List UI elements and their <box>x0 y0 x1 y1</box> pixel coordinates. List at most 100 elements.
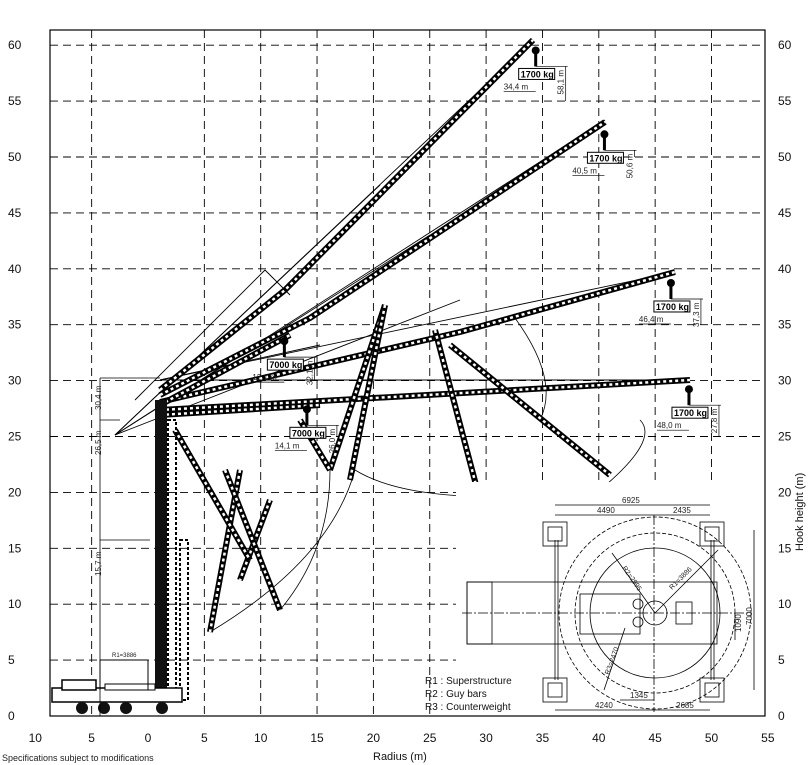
y-tick-label-right: 40 <box>778 262 792 276</box>
radius-label: 48,0 m <box>657 421 682 430</box>
x-tick-label: 5 <box>88 731 95 745</box>
dim-6925: 6925 <box>622 496 640 505</box>
y-tick-label-right: 0 <box>778 709 785 723</box>
boom-section <box>158 37 536 393</box>
y-tick-label-right: 25 <box>778 430 792 444</box>
load-label: 1700 kg <box>589 153 622 163</box>
x-tick-label: 40 <box>592 731 606 745</box>
boom-section <box>172 428 253 562</box>
height-label: 50,6 m <box>625 153 634 178</box>
load-label: 7000 kg <box>269 360 302 370</box>
y-tick-label-right: 10 <box>778 597 792 611</box>
load-config: 7000 kg 12,1 m 32,1 m <box>252 337 317 385</box>
boom-section <box>159 377 691 413</box>
y-tick-label-left: 30 <box>8 374 22 388</box>
x-tick-label: 0 <box>145 731 152 745</box>
plan-view-inset: 6925 4490 2435 7000 1090 4240 2685 1345 … <box>425 482 764 715</box>
height-label: 27,8 m <box>710 408 719 433</box>
y-tick-label-left: 15 <box>8 541 22 555</box>
y-tick-label-left: 20 <box>8 485 22 499</box>
y-tick-label-left: 55 <box>8 94 22 108</box>
boom-section <box>327 304 388 471</box>
load-config: 7000 kg 14,1 m 26,0 m <box>274 405 339 454</box>
x-tick-label: 35 <box>536 731 550 745</box>
dim-4490: 4490 <box>597 506 615 515</box>
boom-section <box>448 342 612 478</box>
y-tick-label-right: 35 <box>778 318 792 332</box>
boom-section <box>158 119 607 398</box>
x-tick-label: 5 <box>201 731 208 745</box>
boom-section <box>432 329 483 501</box>
slewing-arcs <box>209 317 646 633</box>
mast-dim-15-7: 15,7 m <box>94 551 103 576</box>
x-tick-label: 15 <box>310 731 324 745</box>
height-label: 58,1 m <box>557 70 566 95</box>
booms <box>158 37 691 633</box>
y-tick-label-left: 35 <box>8 318 22 332</box>
y-tick-label-right: 15 <box>778 541 792 555</box>
plot-frame <box>49 29 766 717</box>
boom-section <box>222 468 283 612</box>
x-tick-label: 10 <box>254 731 268 745</box>
load-config: 1700 kg 34,4 m 58,1 m <box>503 46 568 102</box>
y-tick-label-left: 5 <box>8 653 15 667</box>
y-tick-label-right: 55 <box>778 94 792 108</box>
radius-label: 12,1 m <box>252 373 277 382</box>
mast-dimensions <box>99 377 160 716</box>
r1-truck-label: R1=3886 <box>112 653 137 659</box>
mast-dim-30-4: 30,4 m <box>94 385 103 410</box>
x-tick-label: 45 <box>648 731 662 745</box>
dim-7000: 7000 <box>745 607 754 625</box>
height-label: 26,0 m <box>328 429 337 454</box>
x-tick-label: 25 <box>423 731 437 745</box>
height-label: 37,3 m <box>692 302 701 327</box>
y-tick-label-left: 0 <box>8 709 15 723</box>
load-label: 1700 kg <box>521 69 554 79</box>
x-tick-label: 50 <box>705 731 719 745</box>
load-label: 1700 kg <box>656 302 689 312</box>
legend-r2: R2 : Guy bars <box>425 689 487 700</box>
legend-r3: R3 : Counterweight <box>425 702 511 713</box>
mast <box>155 400 189 701</box>
y-tick-label-left: 50 <box>8 150 22 164</box>
dim-2685: 2685 <box>676 701 694 710</box>
radius-label: 14,1 m <box>275 441 300 450</box>
y-axis-label: Hook height (m) <box>794 472 806 551</box>
x-axis-label: Radius (m) <box>373 751 427 763</box>
boom-section <box>159 269 676 405</box>
radius-label: 34,4 m <box>504 82 529 91</box>
y-tick-label-right: 20 <box>778 485 792 499</box>
boom-section <box>159 402 321 418</box>
y-tick-label-right: 30 <box>778 374 792 388</box>
y-tick-label-left: 60 <box>8 38 22 52</box>
y-tick-label-right: 60 <box>778 38 792 52</box>
legend-r1: R1 : Superstructure <box>425 676 512 687</box>
mast-dim-26-5: 26,5 m <box>94 430 103 455</box>
boom-section <box>158 332 292 408</box>
height-label: 32,1 m <box>305 360 314 385</box>
y-tick-label-left: 10 <box>8 597 22 611</box>
dim-2435: 2435 <box>673 506 691 515</box>
dim-1345: 1345 <box>630 691 648 700</box>
x-tick-label: 30 <box>479 731 493 745</box>
footer-note: Specifications subject to modifications <box>2 753 154 763</box>
load-label: 1700 kg <box>674 408 707 418</box>
x-tick-label: 10 <box>29 731 43 745</box>
dim-1090: 1090 <box>734 614 743 632</box>
x-tick-label: 55 <box>761 731 775 745</box>
y-tick-label-right: 50 <box>778 150 792 164</box>
y-tick-label-right: 5 <box>778 653 785 667</box>
x-tick-label: 20 <box>367 731 381 745</box>
y-tick-label-right: 45 <box>778 206 792 220</box>
y-tick-label-left: 40 <box>8 262 22 276</box>
dim-4240: 4240 <box>595 701 613 710</box>
load-config: 1700 kg 48,0 m 27,8 m <box>656 385 721 437</box>
load-label: 7000 kg <box>292 428 325 438</box>
